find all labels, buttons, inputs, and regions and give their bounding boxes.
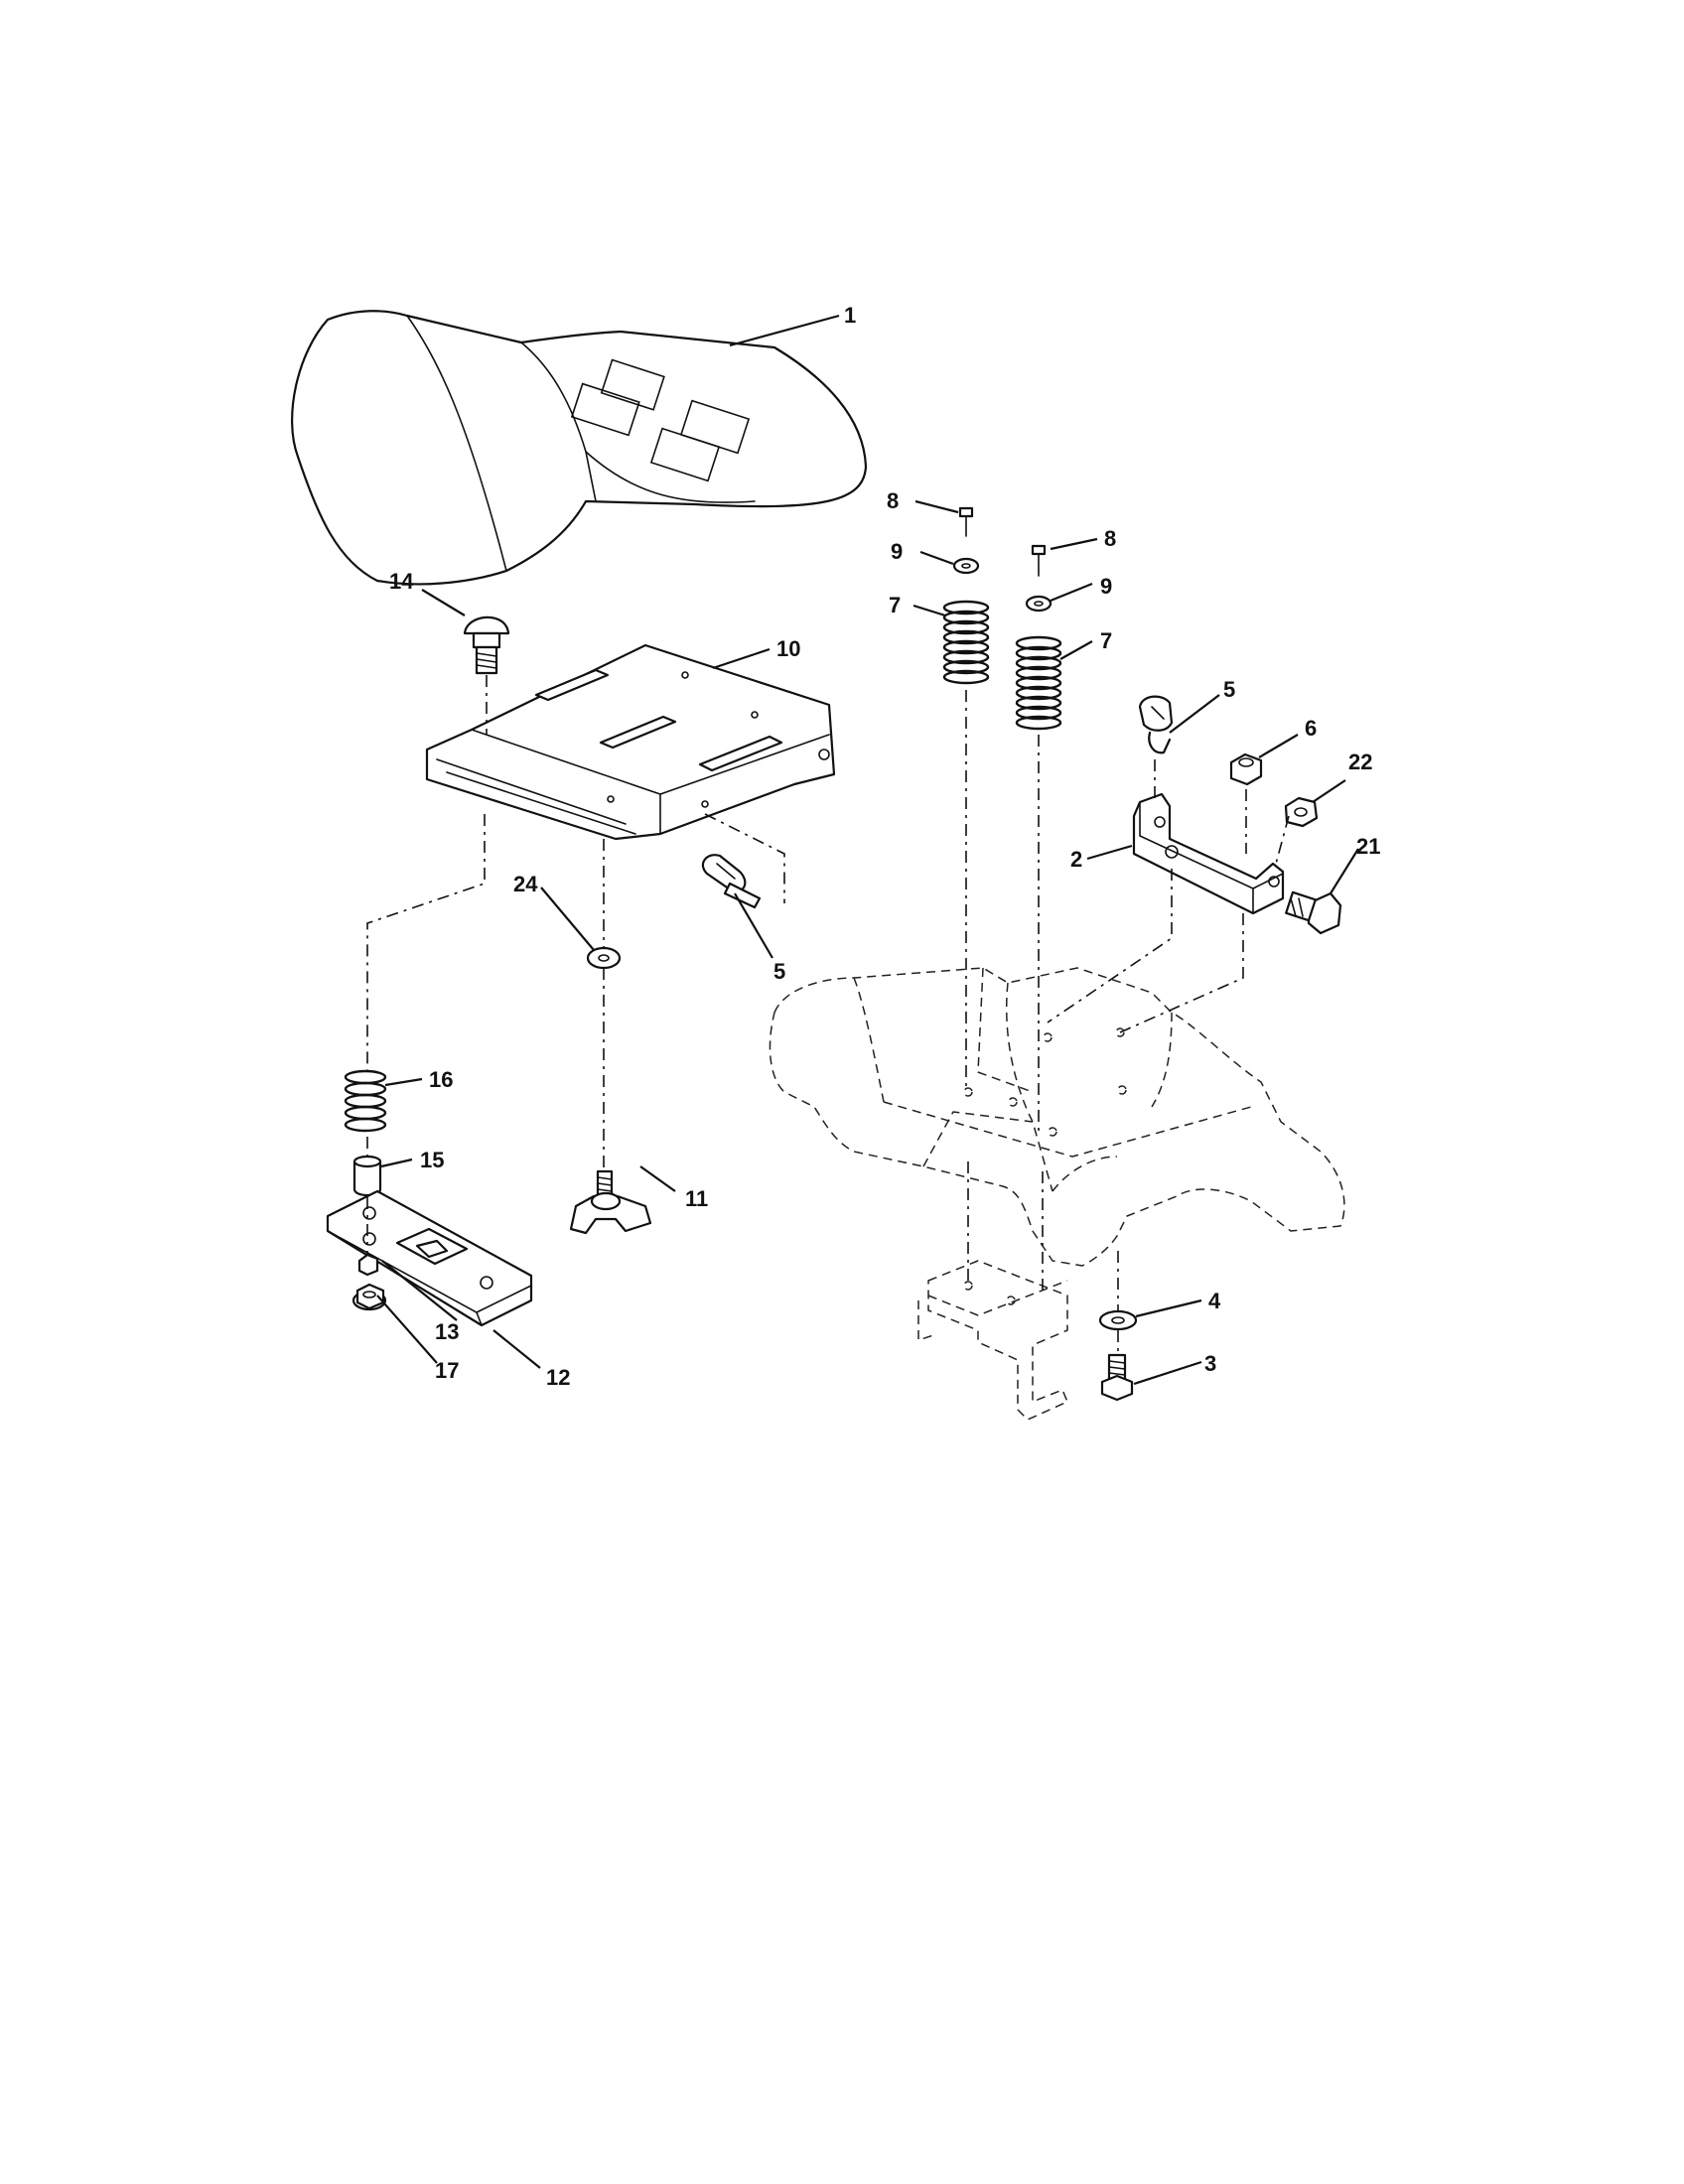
guide-bracket-to-frame-1 (1047, 869, 1173, 1024)
callout-5-left: 5 (773, 959, 785, 984)
callout-6: 6 (1305, 716, 1317, 741)
bolt-8-left (958, 506, 974, 537)
nut-17 (351, 1283, 387, 1311)
washer-9-left (952, 557, 980, 575)
callout-16: 16 (429, 1067, 453, 1092)
callout-12: 12 (546, 1365, 570, 1390)
callout-17: 17 (435, 1358, 459, 1383)
carriage-bolt-14 (463, 615, 510, 675)
bracket-2 (1132, 792, 1285, 915)
callout-1: 1 (844, 303, 856, 328)
nut-13 (357, 1253, 379, 1277)
seat (291, 310, 868, 586)
callout-9-right: 9 (1100, 574, 1112, 599)
washer-4 (1098, 1309, 1138, 1331)
seat-pan-10 (425, 643, 836, 841)
callout-8-right: 8 (1104, 526, 1116, 551)
callout-21: 21 (1356, 834, 1380, 859)
callout-5-right: 5 (1223, 677, 1235, 702)
callout-14: 14 (389, 569, 414, 594)
spring-7-left (942, 600, 990, 685)
callout-4: 4 (1208, 1289, 1221, 1313)
washer-24 (586, 946, 622, 970)
spring-7-right (1015, 635, 1062, 731)
callout-3: 3 (1204, 1351, 1216, 1376)
callout-15: 15 (420, 1148, 444, 1172)
callout-7-left: 7 (889, 593, 901, 617)
callout-9-left: 9 (891, 539, 903, 564)
callout-10: 10 (776, 636, 800, 661)
clip-5-left (701, 854, 762, 909)
frame-mount-phantom (917, 1260, 1068, 1421)
shoulder-bolt-21 (1285, 890, 1342, 935)
callout-2: 2 (1070, 847, 1082, 872)
callout-labels: 1 14 10 24 5 16 15 11 13 17 12 8 9 7 8 9… (389, 303, 1380, 1390)
callout-13: 13 (435, 1319, 459, 1344)
callout-leaders (376, 314, 1359, 1386)
clip-5-right (1138, 695, 1174, 754)
knob-11 (569, 1169, 652, 1235)
callout-7-right: 7 (1100, 628, 1112, 653)
guide-left-pan-to-spring (366, 814, 486, 1072)
tractor-frame-phantom (769, 967, 1345, 1267)
lock-nut-6 (1229, 752, 1263, 786)
bracket-plate-12 (326, 1189, 533, 1327)
hex-bolt-3 (1100, 1353, 1134, 1402)
nut-22 (1284, 796, 1319, 828)
guide-10-clip (704, 813, 785, 903)
callout-11: 11 (685, 1186, 708, 1211)
bolt-8-right (1031, 544, 1047, 577)
spacer-15 (352, 1155, 382, 1197)
washer-9-right (1025, 595, 1052, 613)
guide-bracket-to-frame-2 (1119, 913, 1244, 1033)
callout-24: 24 (513, 872, 538, 896)
callout-8-left: 8 (887, 488, 899, 513)
spring-16 (344, 1069, 387, 1133)
guide-nut22-to-bracket (1275, 815, 1290, 865)
callout-22: 22 (1348, 750, 1372, 774)
